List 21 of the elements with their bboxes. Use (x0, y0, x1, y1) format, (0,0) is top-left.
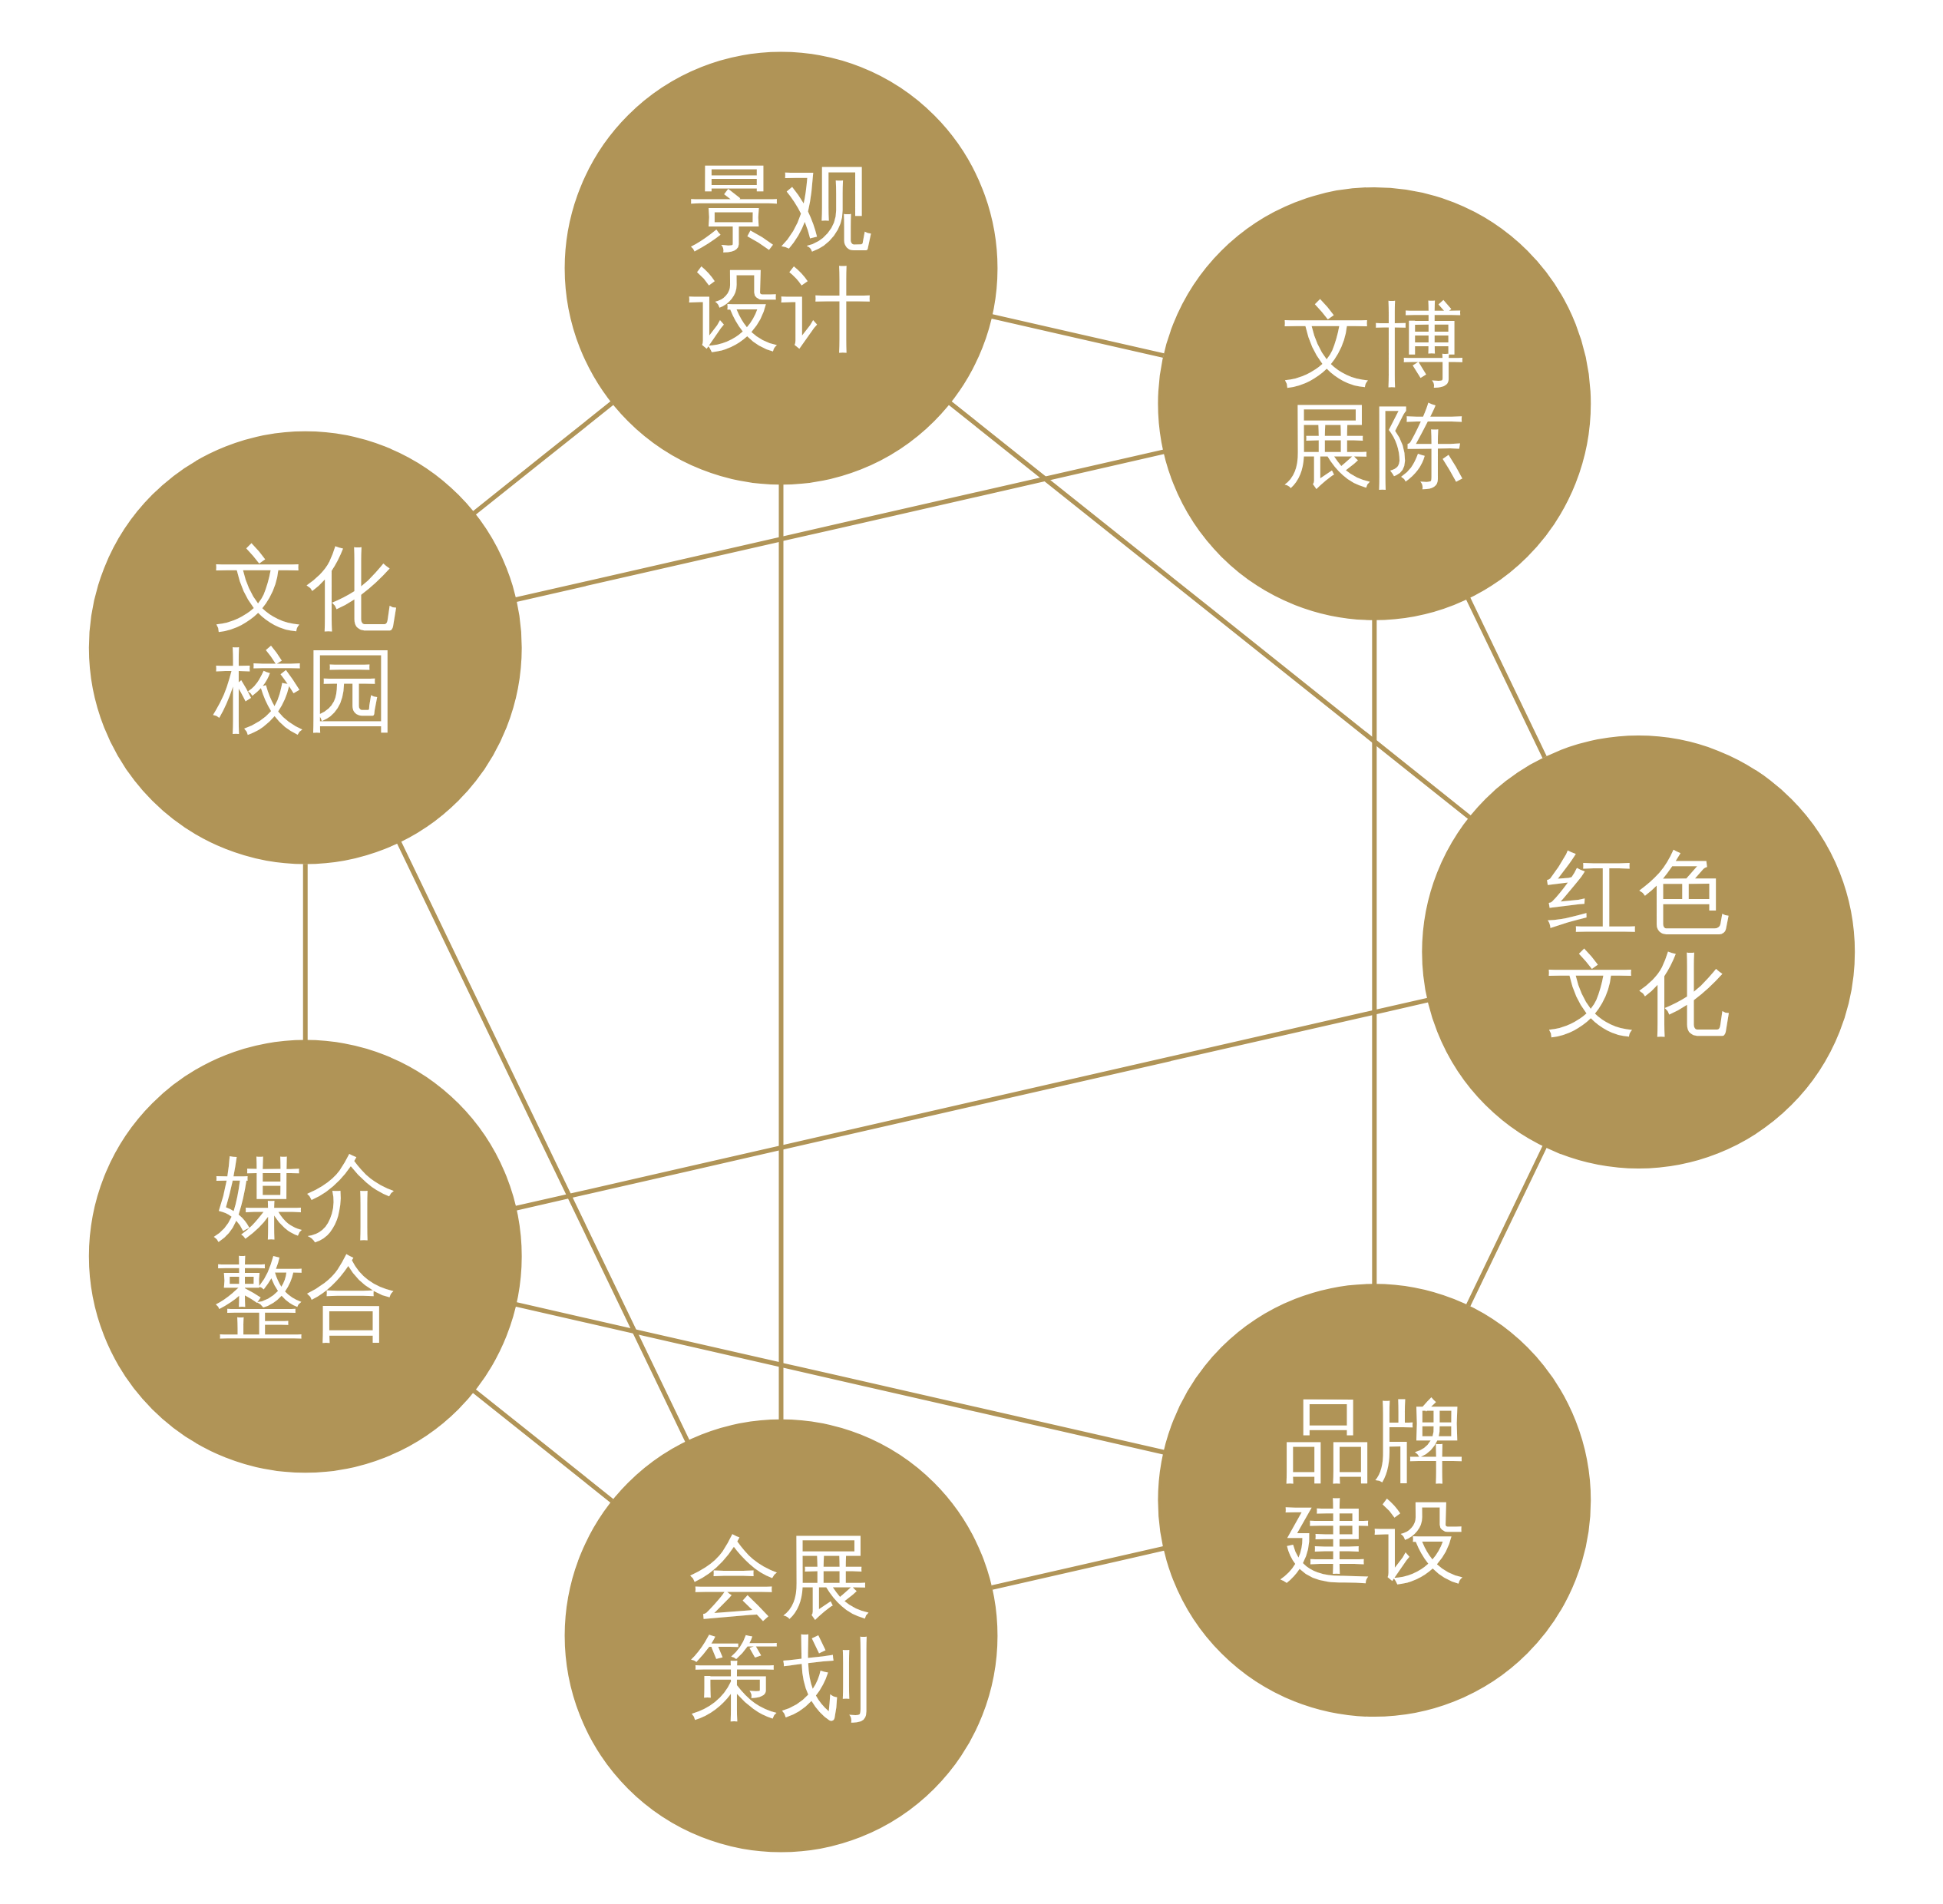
node-circle: 会展策划 (564, 1419, 997, 1853)
connector (302, 864, 308, 1041)
node-circle: 文化校园 (88, 431, 522, 864)
node-circle: 红色文化 (1421, 735, 1855, 1169)
connector (990, 1545, 1165, 1590)
connector (1465, 597, 1547, 759)
connector (514, 449, 1165, 603)
connector (396, 841, 689, 1443)
node-circle: 景观设计 (564, 51, 997, 485)
connector (471, 401, 613, 516)
connector (778, 484, 783, 1420)
connector (947, 400, 1471, 820)
node-circle: 品牌建设 (1157, 1284, 1591, 1717)
connector (514, 997, 1429, 1211)
connector (1466, 1145, 1547, 1307)
node-circle: 文博展陈 (1157, 187, 1591, 620)
connector (514, 1301, 1165, 1455)
connector (990, 313, 1164, 359)
connector (471, 1388, 613, 1503)
node-circle: 媒介整合 (88, 1040, 522, 1473)
connector (1371, 619, 1376, 1285)
